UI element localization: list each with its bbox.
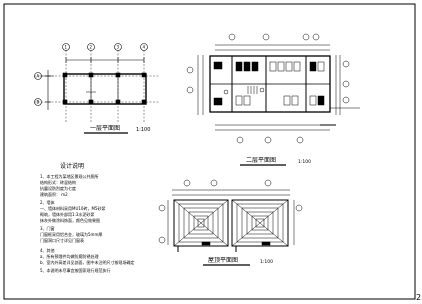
first-floor-axis-lines bbox=[34, 50, 160, 122]
roof-plan-title: 屋顶平面图 bbox=[208, 257, 238, 264]
design-note-line: 抗震设防烈度为七度 bbox=[40, 185, 76, 191]
first-floor-plan-scale: 1:100 bbox=[136, 127, 150, 133]
design-note-line: 一、墙体材料采用MU10砖，M5砂浆 bbox=[40, 205, 105, 211]
first-floor-plan bbox=[34, 43, 160, 122]
design-note-line: 结构形式：砖混结构 bbox=[40, 179, 76, 185]
page-number: 2 bbox=[416, 293, 421, 302]
axis-label-4: 4 bbox=[143, 45, 146, 50]
axis-label-b: B bbox=[37, 100, 40, 105]
design-note-line: 2、墙体 bbox=[40, 199, 55, 205]
design-note-line: b、室内外高差详见剖面，图中未注明尺寸按现场确定 bbox=[40, 259, 135, 265]
design-note-line: 1、本工程为某地区景观公共厕所 bbox=[40, 173, 99, 179]
second-floor-plan-scale: 1:100 bbox=[298, 159, 311, 165]
design-note-line: a、所有预埋件均做防腐防锈处理 bbox=[40, 253, 98, 259]
axis-label-a: A bbox=[37, 74, 40, 79]
design-note-line: 3、门窗 bbox=[40, 225, 55, 231]
design-note-line: 门窗框采用铝合金，玻璃为5mm厚 bbox=[40, 231, 102, 237]
first-floor-axis-labels: 1 2 3 4 A B bbox=[37, 45, 146, 105]
roof-plan-scale: 1:100 bbox=[260, 259, 273, 265]
axis-label-3: 3 bbox=[117, 45, 120, 50]
design-note-line: 抹灰外做涂料饰面，颜色见效果图 bbox=[40, 217, 100, 223]
design-note-line: 门窗洞口尺寸详见门窗表 bbox=[40, 237, 84, 243]
design-note-line: 5、本说明未尽事宜按国家现行规范执行 bbox=[40, 267, 111, 273]
first-floor-plan-title: 一层平面图 bbox=[90, 125, 120, 132]
design-note-line: 砌筑，墙体外部用1:3水泥砂浆 bbox=[40, 211, 94, 217]
second-floor-plan bbox=[186, 33, 360, 144]
axis-label-2: 2 bbox=[90, 45, 93, 50]
design-notes: 设计说明 1、本工程为某地区景观公共厕所 结构形式：砖混结构 抗震设防烈度为七度… bbox=[40, 162, 135, 273]
design-note-line: 建筑面积： m2 bbox=[40, 191, 68, 197]
design-notes-title: 设计说明 bbox=[60, 162, 84, 170]
axis-label-1: 1 bbox=[65, 45, 68, 50]
design-note-line: 4、其他 bbox=[40, 247, 55, 253]
second-floor-plan-title: 二层平面图 bbox=[246, 157, 276, 164]
sheet-border bbox=[3, 3, 416, 300]
roof-plan bbox=[158, 179, 303, 252]
